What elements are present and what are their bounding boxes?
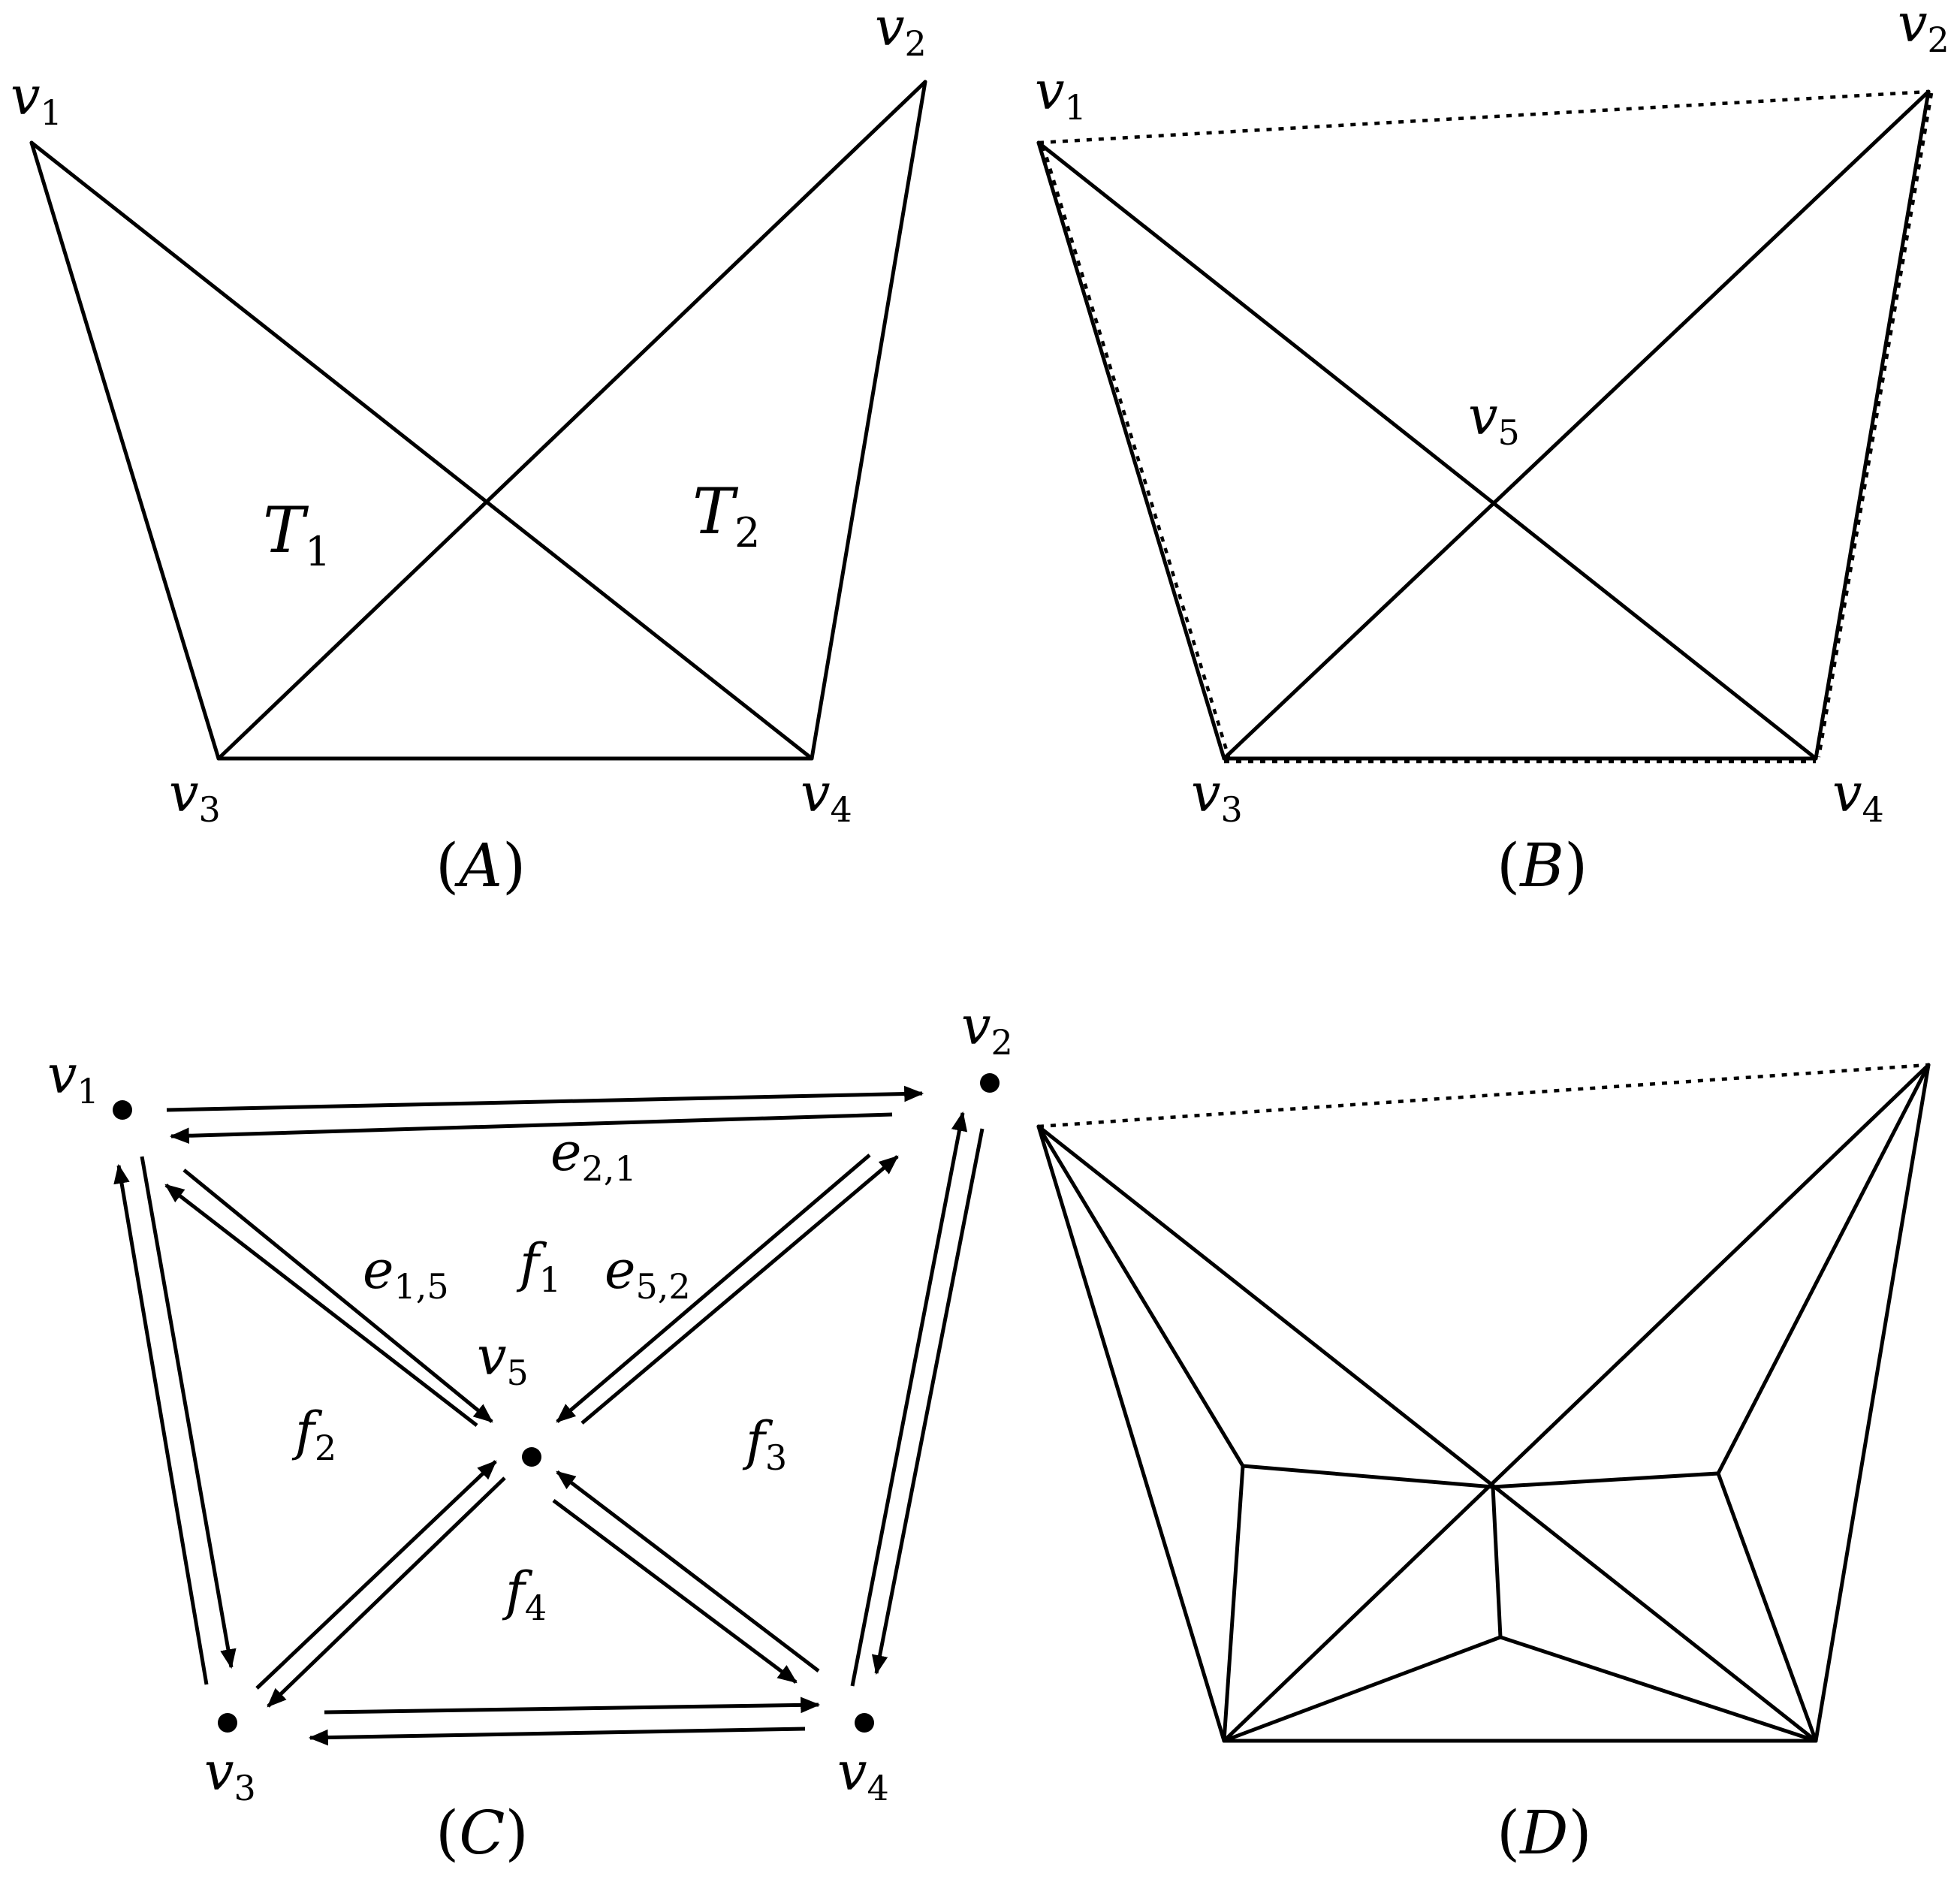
label-v5: v5 — [1468, 385, 1520, 453]
edge-inner-h — [1222, 1635, 1503, 1743]
label-v2: v2 — [875, 0, 927, 64]
arrow-v2-to-v5 — [556, 1154, 871, 1423]
node-v4 — [855, 1713, 874, 1733]
node-v2 — [980, 1073, 1000, 1093]
label-f1: f1 — [516, 1232, 561, 1300]
label-f3: f3 — [742, 1410, 787, 1478]
label-v3: v3 — [1191, 762, 1243, 830]
label-v3: v3 — [204, 1741, 256, 1808]
arrow-v5-to-v1 — [164, 1184, 478, 1427]
edge-inner-d — [1491, 1471, 1720, 1489]
edge-inner-c — [1241, 1464, 1495, 1489]
edge-inner-b — [1222, 1464, 1245, 1743]
arrow-v3-to-v1 — [113, 1163, 209, 1685]
arrow-v1-to-v2 — [166, 1085, 924, 1112]
dashed-top — [1038, 1063, 1929, 1129]
edge-inner-f — [1716, 1471, 1818, 1743]
label-t1: T1 — [263, 493, 330, 575]
arrow-v1-to-v3 — [140, 1156, 237, 1669]
edge-diagonal-2 — [1222, 1063, 1931, 1743]
panel-a: v1 v2 v3 v4 T1 T2 (A) — [11, 0, 927, 900]
label-v3: v3 — [169, 762, 221, 830]
label-v4: v4 — [1832, 762, 1884, 830]
caption-a: (A) — [436, 831, 526, 900]
node-v3 — [218, 1713, 237, 1733]
arrow-v5-to-v2 — [580, 1155, 899, 1425]
label-v1: v1 — [47, 1044, 99, 1111]
caption-d: (D) — [1497, 1798, 1592, 1868]
node-v5 — [522, 1447, 541, 1467]
label-t2: T2 — [692, 475, 760, 556]
arrow-v4-to-v2 — [850, 1111, 968, 1687]
edge-inner-i — [1498, 1635, 1818, 1743]
edge-outer-right — [1814, 1063, 1931, 1743]
arrow-v4-to-v5 — [556, 1470, 820, 1672]
edge-v1-v4 — [1036, 140, 1818, 761]
label-f2: f2 — [291, 1401, 336, 1468]
panel-c: v1 v2 v3 v4 v5 e2,1 e1,5 e5,2 f1 f2 f3 f… — [47, 995, 1013, 1868]
edge-diagonal-1 — [1036, 1124, 1818, 1743]
edge-inner-g — [1491, 1485, 1503, 1639]
label-e21: e2,1 — [550, 1121, 637, 1189]
dashed-v1-v2 — [1038, 89, 1929, 145]
arrow-v1-to-v5 — [182, 1169, 493, 1423]
label-v1: v1 — [11, 65, 62, 133]
edge-v2-v4 — [810, 80, 927, 761]
label-v4: v4 — [801, 762, 852, 830]
panel-d: (D) — [1036, 1063, 1931, 1868]
arrow-v3-to-v4 — [324, 1696, 821, 1715]
label-v2: v2 — [1898, 0, 1949, 60]
arrow-v4-to-v3 — [308, 1727, 806, 1746]
arrow-v2-to-v4 — [871, 1128, 985, 1675]
edge-v1-v3 — [1036, 140, 1226, 761]
arrow-v3-to-v5 — [255, 1460, 497, 1690]
label-v1: v1 — [1035, 60, 1087, 128]
label-f4: f4 — [502, 1561, 547, 1628]
arrow-v5-to-v3 — [267, 1476, 506, 1708]
arrow-v2-to-v1 — [169, 1112, 893, 1145]
caption-b: (B) — [1497, 831, 1588, 900]
label-e52: e5,2 — [605, 1239, 691, 1307]
label-v4: v4 — [837, 1741, 889, 1808]
edge-outer-left — [1036, 1124, 1226, 1743]
panel-b: v1 v2 v3 v4 v5 (B) — [1035, 0, 1949, 900]
edge-v2-v4 — [1814, 89, 1931, 761]
label-e15: e1,5 — [363, 1239, 449, 1307]
caption-c: (C) — [436, 1798, 529, 1868]
dashed-v1-v3 — [1041, 145, 1231, 758]
edge-v1-v4 — [29, 140, 814, 761]
label-v2: v2 — [961, 995, 1013, 1063]
dashed-v2-v4 — [1817, 92, 1934, 758]
label-v5: v5 — [477, 1326, 529, 1393]
edge-inner-e — [1716, 1063, 1931, 1476]
edge-v3-v2 — [216, 80, 927, 761]
edge-v3-v2 — [1222, 89, 1931, 761]
edge-inner-a — [1036, 1124, 1245, 1468]
node-v1 — [113, 1100, 132, 1120]
edge-v1-v3 — [29, 140, 221, 761]
arrow-v5-to-v4 — [552, 1498, 798, 1684]
